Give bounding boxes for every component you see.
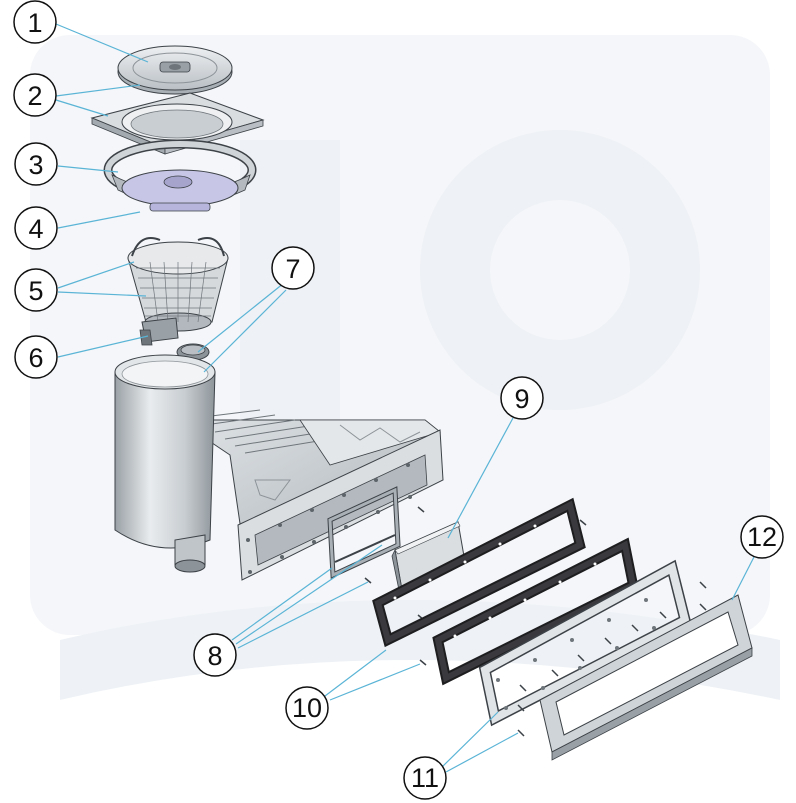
svg-text:10: 10 xyxy=(292,693,322,723)
part-cover-trim xyxy=(539,594,753,761)
part-flange-plate xyxy=(478,559,692,727)
callout-9: 9 xyxy=(500,376,544,420)
callout-7: 7 xyxy=(271,246,315,290)
svg-text:12: 12 xyxy=(747,522,777,552)
callout-10: 10 xyxy=(285,686,329,730)
callout-1: 1 xyxy=(13,0,57,44)
callout-12: 12 xyxy=(740,515,784,559)
part-basket xyxy=(127,237,229,332)
svg-text:1: 1 xyxy=(27,8,42,38)
svg-text:5: 5 xyxy=(28,276,43,306)
callout-8: 8 xyxy=(193,633,237,677)
callout-4: 4 xyxy=(14,206,58,250)
svg-text:11: 11 xyxy=(411,763,439,793)
part-flap xyxy=(391,521,466,597)
svg-text:7: 7 xyxy=(285,254,300,284)
svg-text:3: 3 xyxy=(28,150,43,180)
part-small-frame xyxy=(327,486,401,579)
part-skimmer-body xyxy=(114,354,444,581)
part-plate xyxy=(121,169,239,212)
leader-lines xyxy=(55,23,756,773)
part-clip xyxy=(139,317,179,346)
callout-5: 5 xyxy=(14,268,58,312)
svg-text:9: 9 xyxy=(514,384,529,414)
part-lid xyxy=(117,45,233,95)
callout-2: 2 xyxy=(13,73,57,117)
callout-6: 6 xyxy=(14,335,58,379)
svg-text:4: 4 xyxy=(28,214,43,244)
svg-text:8: 8 xyxy=(207,641,222,671)
svg-text:6: 6 xyxy=(28,343,43,373)
callout-3: 3 xyxy=(14,142,58,186)
screws-set-b xyxy=(517,581,707,737)
callout-11: 11 xyxy=(403,756,447,800)
svg-text:2: 2 xyxy=(27,81,42,111)
